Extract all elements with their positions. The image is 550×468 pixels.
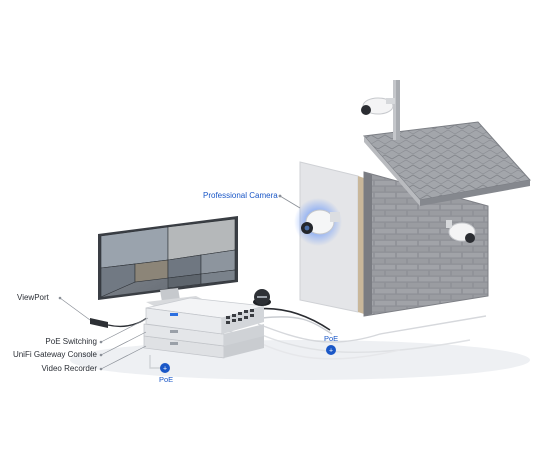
video-recorder-label: Video Recorder (41, 364, 97, 373)
switch-ports (226, 309, 254, 324)
camera-feed-tiles (100, 218, 236, 298)
poe-marker-right: + (326, 345, 336, 355)
rack-stack (143, 297, 265, 359)
professional-camera-icon (294, 198, 342, 246)
poe-label-right: PoE (324, 334, 339, 343)
professional-camera-label: Professional Camera (203, 191, 278, 200)
label-leaders (59, 297, 149, 370)
professional-camera-leader (279, 195, 301, 209)
building (299, 80, 531, 317)
viewport-device-icon (90, 309, 153, 328)
brick-wall-side (364, 172, 372, 316)
roof-under (364, 136, 420, 206)
wall-camera-icon (446, 220, 476, 243)
unifi-gateway-console-label: UniFi Gateway Console (12, 350, 97, 359)
poe-switching-label: PoE Switching (45, 337, 97, 346)
viewport-monitor (98, 216, 238, 306)
roof-edge (420, 180, 530, 206)
pole (393, 80, 400, 140)
interior-wall-edge (358, 176, 364, 314)
cloud-key-icon (253, 289, 271, 306)
poe-label-bottom: PoE (159, 375, 174, 384)
svg-text:+: + (163, 366, 167, 373)
poe-marker-bottom: + (160, 363, 170, 373)
viewport-label: ViewPort (17, 293, 49, 302)
svg-text:+: + (329, 348, 333, 355)
pole-camera-icon (361, 97, 395, 115)
